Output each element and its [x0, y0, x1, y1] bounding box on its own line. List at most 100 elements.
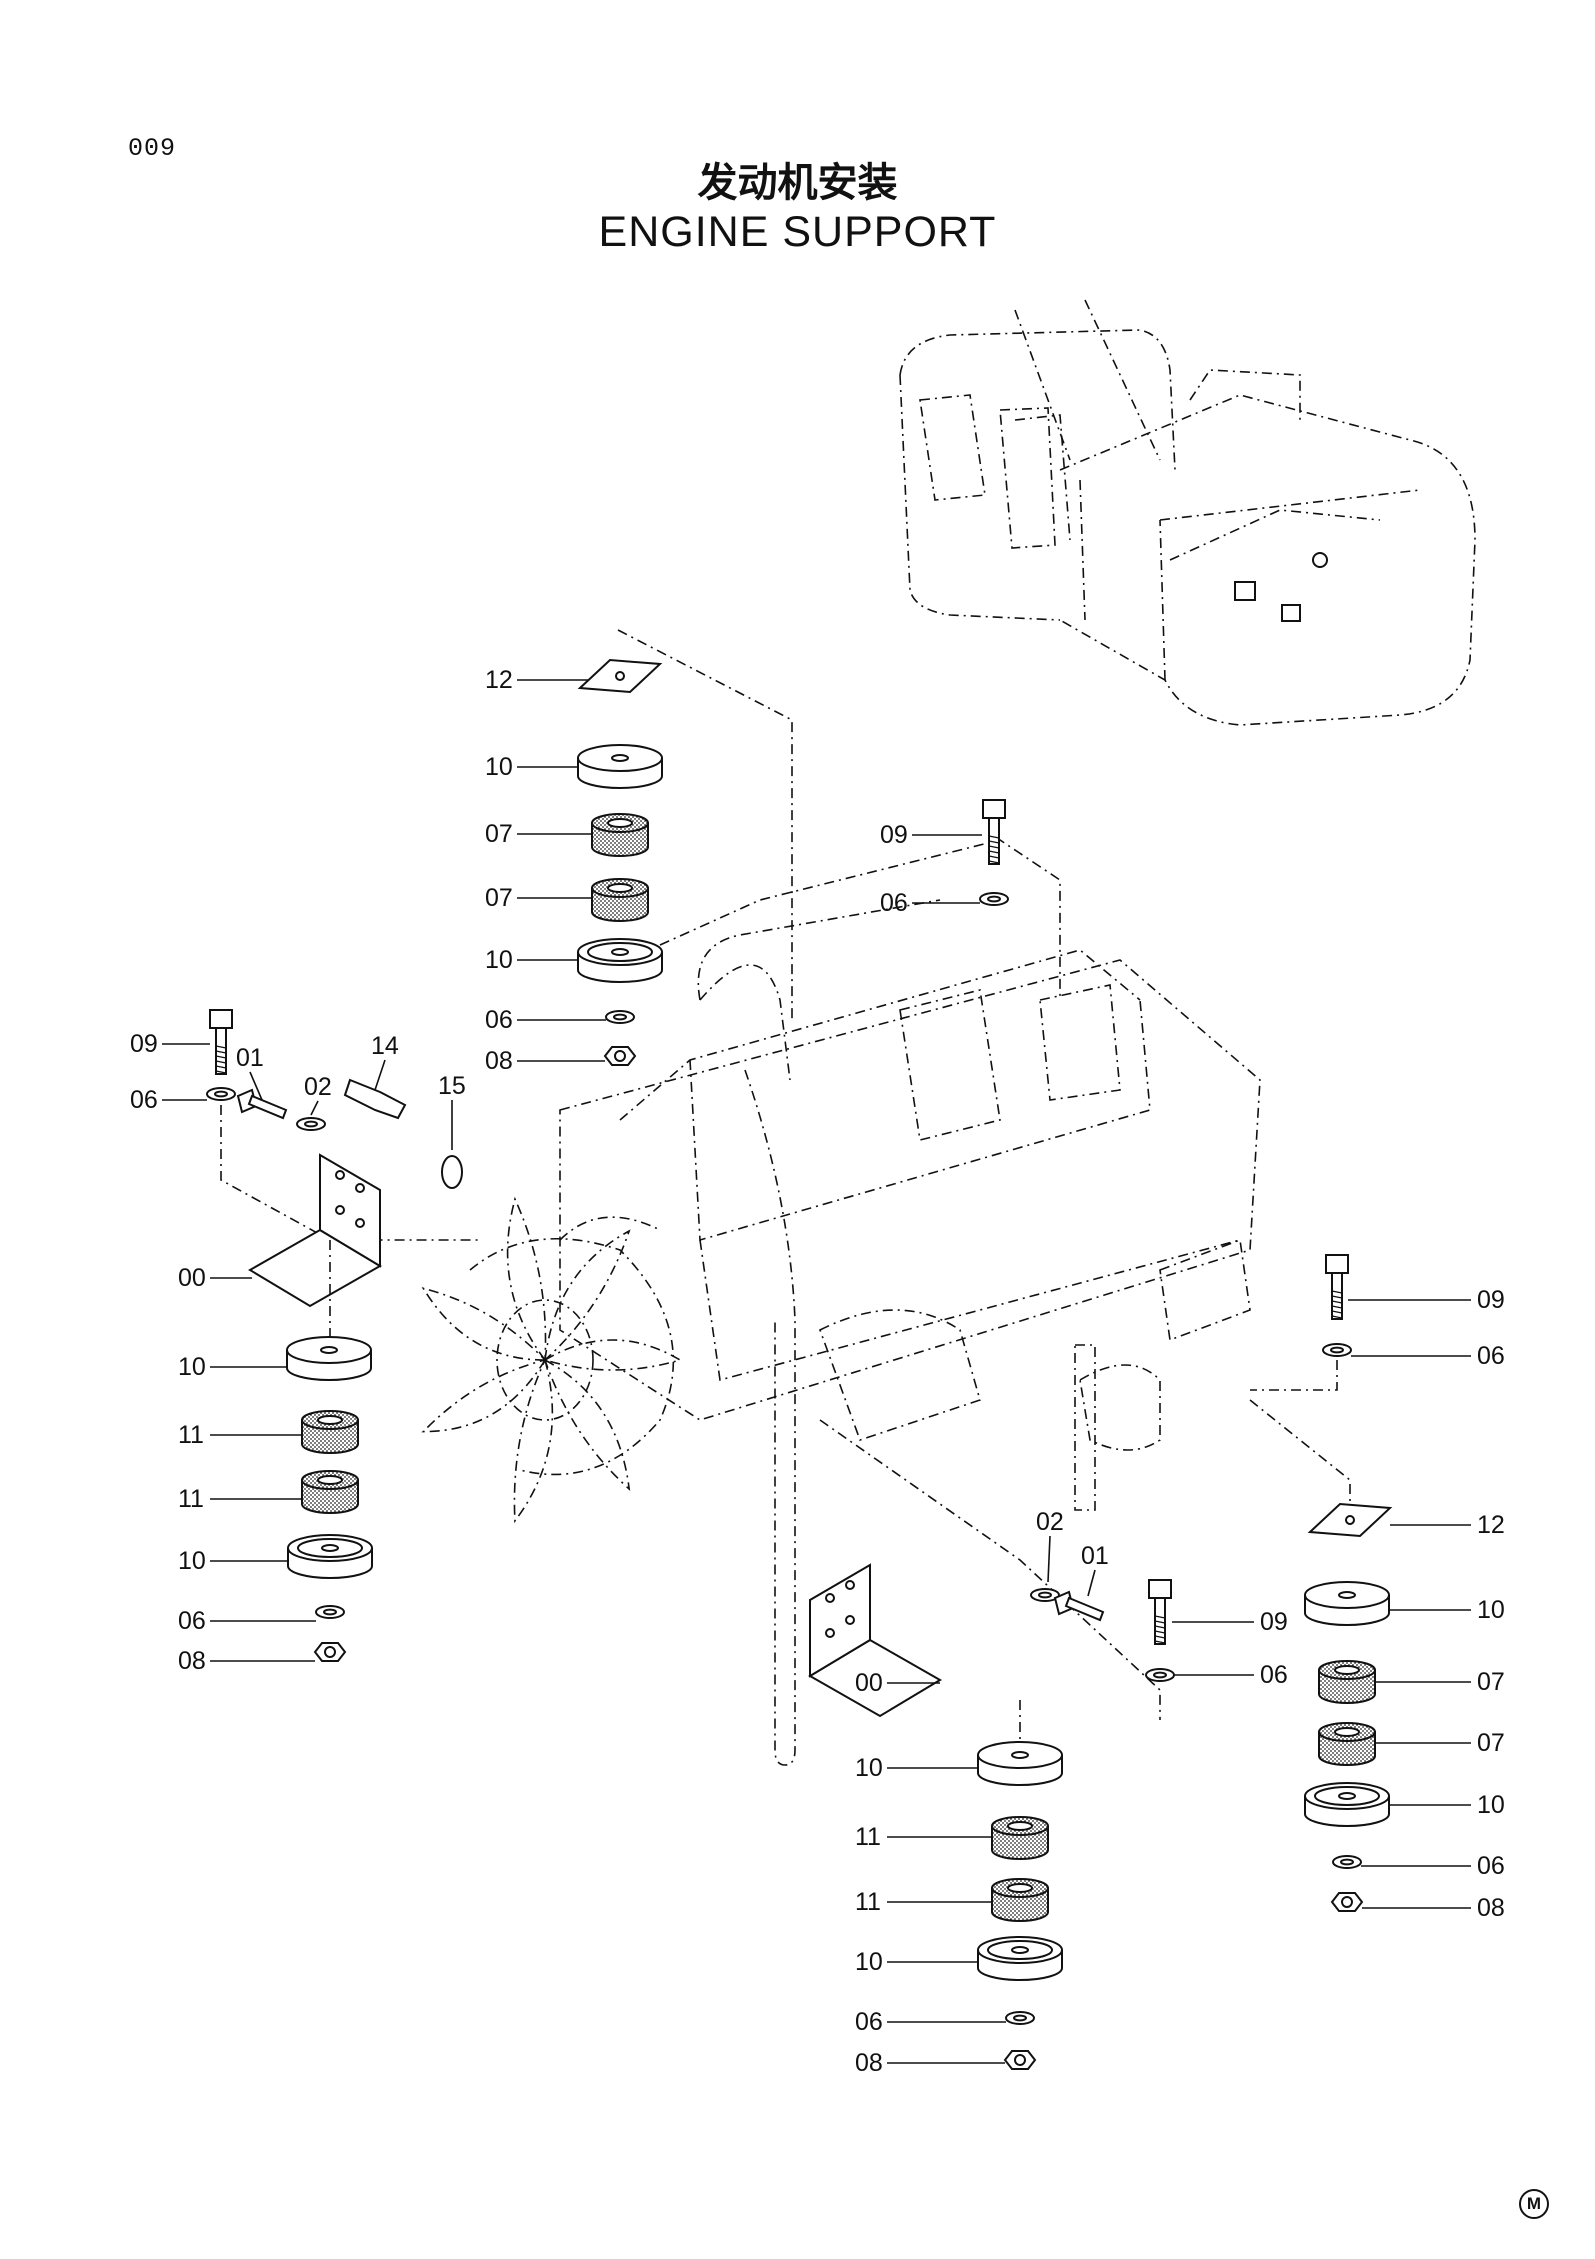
rubber-mount-part [591, 878, 649, 922]
washer-part [1145, 1668, 1175, 1682]
bolt-thread [1154, 1615, 1166, 1619]
plate-part [577, 658, 663, 694]
washer-part [1005, 2011, 1035, 2025]
mount-hole [1334, 1727, 1360, 1737]
engine-line [819, 1309, 981, 1442]
bolt-thread [215, 1045, 227, 1049]
bolt-thread [988, 840, 1000, 844]
fan-blade [421, 1287, 546, 1361]
cap-hole [1011, 1946, 1029, 1954]
mount-hole [607, 883, 633, 893]
engine-line [689, 999, 1151, 1242]
inset-outline [899, 374, 1061, 621]
rubber-mount-part [1318, 1722, 1376, 1766]
inset-outline [1189, 369, 1301, 420]
turbo-outline [699, 964, 791, 1081]
inset-outline [1079, 479, 1086, 621]
part-callout-01: 01 [236, 1044, 264, 1072]
washer-hole [1013, 2014, 1027, 2022]
inset-outline [1059, 394, 1476, 726]
washer-part [605, 1010, 635, 1024]
center-line [1249, 1399, 1351, 1520]
cap-rim [587, 942, 653, 962]
bolt-thread [1331, 1295, 1343, 1299]
center-line [819, 1419, 1161, 1720]
part-callout-08: 08 [1477, 1894, 1505, 1922]
bolt-thread [988, 835, 1000, 839]
mount-hole [317, 1475, 343, 1485]
part-callout-08: 08 [485, 1047, 513, 1075]
inset-outline [899, 329, 1176, 471]
fan-hub [496, 1299, 594, 1421]
fan-blade [544, 1359, 631, 1492]
rimmed-cap-part [577, 938, 663, 983]
part-callout-10: 10 [855, 1754, 883, 1782]
bolt-thread [988, 850, 1000, 854]
engine-line [697, 899, 941, 1001]
part-callout-15: 15 [438, 1072, 466, 1100]
bolt-thread [988, 845, 1000, 849]
bracket-hole [825, 1628, 835, 1638]
washer-part [1332, 1855, 1362, 1869]
bracket-wall [809, 1563, 871, 1678]
bolt-thread [1331, 1305, 1343, 1309]
part-callout-07: 07 [485, 884, 513, 912]
excavator-inset [899, 299, 1476, 726]
bolt-thread [215, 1070, 227, 1074]
part-callout-07: 07 [485, 820, 513, 848]
leader-line [374, 1059, 386, 1091]
part-callout-06: 06 [130, 1086, 158, 1114]
part-callout-06: 06 [1477, 1852, 1505, 1880]
nut-hole [1014, 2054, 1026, 2066]
mount-hole [1007, 1883, 1033, 1893]
washer-hole [214, 1090, 228, 1098]
washer-hole [1038, 1591, 1052, 1599]
flat-cap-part [977, 1741, 1063, 1786]
bolt-thread [1154, 1635, 1166, 1639]
inset-outline [919, 394, 986, 501]
rubber-mount-part [591, 813, 649, 857]
cap-top [577, 744, 663, 772]
bolt-thread [215, 1065, 227, 1069]
part-callout-12: 12 [485, 666, 513, 694]
nut-part [603, 1046, 637, 1066]
part-callout-06: 06 [1477, 1342, 1505, 1370]
part-callout-07: 07 [1477, 1668, 1505, 1696]
part-callout-06: 06 [1260, 1661, 1288, 1689]
leader-line [1047, 1535, 1051, 1583]
bolt-head [1325, 1254, 1349, 1274]
inset-outline [1159, 489, 1421, 521]
nut-part [1003, 2050, 1037, 2070]
mount-hole [1334, 1665, 1360, 1675]
cap-hole [611, 754, 629, 762]
part-callout-02: 02 [1036, 1508, 1064, 1536]
inset-mount-point [1312, 552, 1328, 568]
nut-hole [324, 1646, 336, 1658]
part-callout-10: 10 [1477, 1791, 1505, 1819]
rimmed-cap-part [977, 1936, 1063, 1981]
engine-line [469, 1237, 675, 1476]
mount-hole [607, 818, 633, 828]
bracket-hole [355, 1218, 365, 1228]
washer-hole [1153, 1671, 1167, 1679]
mount-hole [317, 1415, 343, 1425]
rubber-mount-part [1318, 1660, 1376, 1704]
fan-blade [421, 1359, 546, 1433]
part-callout-08: 08 [855, 2049, 883, 2077]
part-callout-10: 10 [1477, 1596, 1505, 1624]
washer-part [979, 892, 1009, 906]
leader-line [1087, 1569, 1096, 1597]
nut-hole [1341, 1896, 1353, 1908]
leader-line [310, 1100, 319, 1116]
washer-hole [1340, 1858, 1354, 1866]
engine-bracket-part [808, 1563, 942, 1718]
inset-outline [1014, 309, 1071, 461]
bolt-thread [988, 855, 1000, 859]
fan-blade [544, 1229, 631, 1361]
rubber-mount-part [301, 1470, 359, 1514]
engine-line [559, 1216, 661, 1241]
nut-part [1330, 1892, 1364, 1912]
engine-outline [469, 839, 1261, 1476]
part-callout-08: 08 [178, 1647, 206, 1675]
part-callout-09: 09 [1477, 1286, 1505, 1314]
